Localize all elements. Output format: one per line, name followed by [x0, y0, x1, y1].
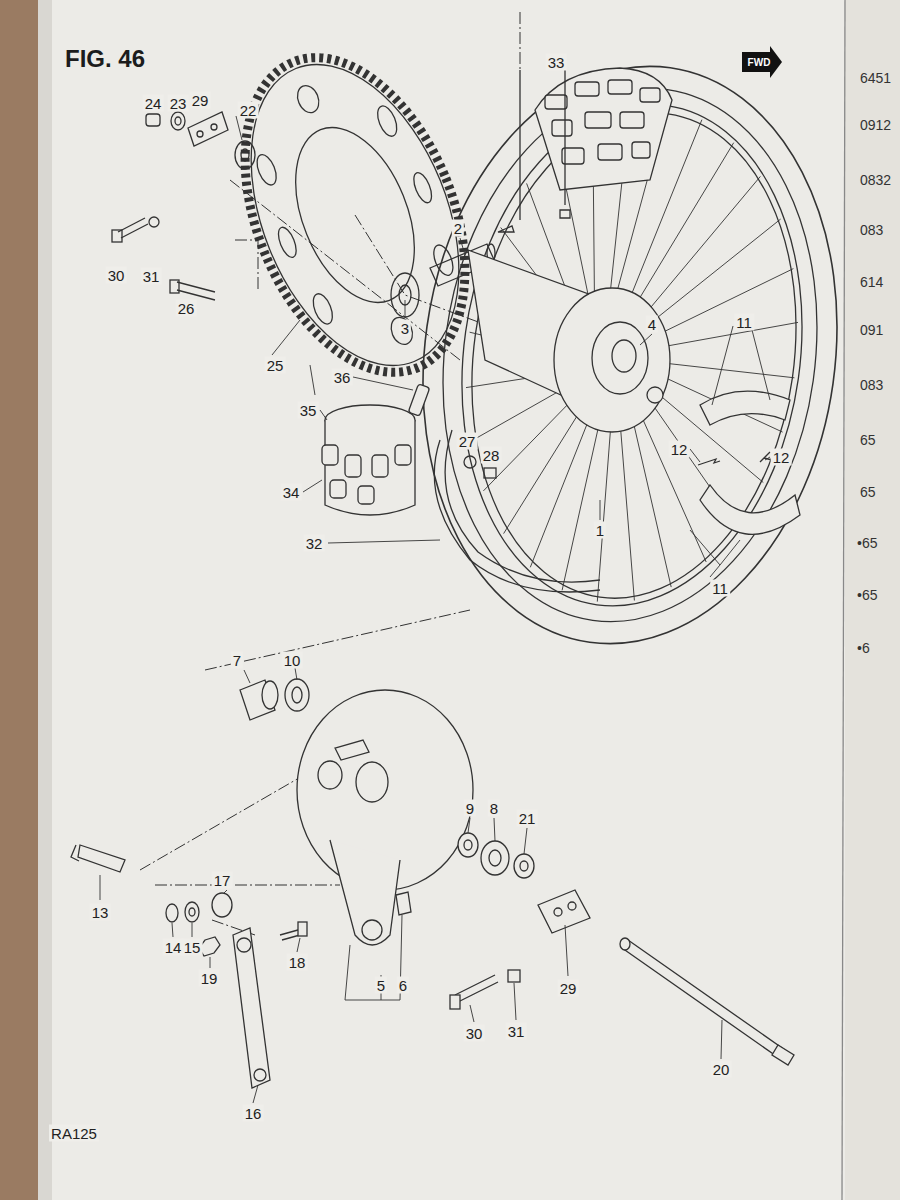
- page-fragment: 614: [858, 274, 885, 291]
- spoke: [530, 405, 594, 567]
- valve-parts: [498, 210, 570, 232]
- leader-lines: [100, 116, 770, 1103]
- callout-number: 30: [106, 267, 127, 284]
- callout-number: 18: [287, 954, 308, 971]
- callout-number: 31: [506, 1023, 527, 1040]
- callout-number: 25: [265, 357, 286, 374]
- rim-band: [322, 384, 430, 515]
- callout-number: 12: [669, 441, 690, 458]
- figure-title: FIG. 46: [65, 45, 145, 73]
- page-fragment: 0912: [858, 117, 893, 134]
- callout-number: 33: [546, 54, 567, 71]
- page-fragment: 091: [858, 322, 885, 339]
- page-fragment: 083: [858, 222, 885, 239]
- callout-number: 24: [143, 95, 164, 112]
- spoke: [643, 219, 780, 329]
- hub: [468, 250, 670, 432]
- callout-number: 22: [238, 102, 259, 119]
- page-fragment: 0832: [858, 172, 893, 189]
- callout-number: 16: [243, 1105, 264, 1122]
- fwd-arrow: [742, 46, 782, 78]
- callout-number: 3: [399, 320, 411, 337]
- model-code: RA125: [49, 1125, 99, 1142]
- small-parts: [112, 112, 495, 317]
- page-edge: [38, 0, 52, 1200]
- callout-number: 19: [199, 970, 220, 987]
- callout-number: 7: [231, 652, 243, 669]
- callout-number: 5: [375, 977, 387, 994]
- leader-33: [520, 70, 565, 220]
- inner-tube: [434, 430, 600, 592]
- page-fragment: 65: [858, 432, 878, 449]
- callout-number: 1: [594, 522, 606, 539]
- nut-28: [484, 468, 496, 478]
- tire-tread: [535, 68, 672, 190]
- callout-number: 29: [190, 92, 211, 109]
- brake-panel: [297, 690, 473, 945]
- table-surface: [0, 0, 38, 1200]
- page-fold: [842, 0, 845, 1200]
- callout-number: 36: [332, 369, 353, 386]
- callout-number: 34: [281, 484, 302, 501]
- callout-number: 12: [771, 449, 792, 466]
- callout-number: 11: [710, 580, 730, 597]
- callout-number: 21: [517, 810, 538, 827]
- page-fragment: •6: [855, 640, 872, 657]
- callout-number: 29: [558, 980, 579, 997]
- callout-number: 8: [488, 800, 500, 817]
- direction-mark: FWD: [746, 54, 773, 71]
- next-page: [845, 0, 900, 1200]
- page-fragment: •65: [855, 535, 879, 552]
- page-fragment: 6451: [858, 70, 893, 87]
- callout-number: 6: [397, 977, 409, 994]
- callout-number: 2: [452, 220, 464, 237]
- callout-number: 31: [141, 268, 162, 285]
- brake-shoes: [698, 391, 800, 534]
- page-fragment: 083: [858, 377, 885, 394]
- callout-number: 35: [298, 402, 319, 419]
- callout-number: 23: [168, 95, 189, 112]
- callout-number: 15: [182, 939, 203, 956]
- callout-number: 11: [734, 314, 754, 331]
- spoke: [629, 405, 671, 587]
- spoke: [651, 322, 798, 349]
- callout-number: 30: [464, 1025, 485, 1042]
- spoke: [635, 374, 764, 483]
- callout-number: 10: [282, 652, 303, 669]
- callout-number: 20: [711, 1061, 732, 1078]
- wheel: [387, 39, 874, 670]
- callout-number: 27: [457, 433, 478, 450]
- callout-number: 28: [481, 447, 502, 464]
- page-fragment: •65: [855, 587, 879, 604]
- sprocket: [202, 25, 507, 404]
- lower-small-parts: [71, 679, 794, 1088]
- page-fragment: 65: [858, 484, 878, 501]
- callout-number: 13: [90, 904, 111, 921]
- callout-number: 17: [212, 872, 233, 889]
- callout-number: 26: [176, 300, 197, 317]
- center-lines: [140, 12, 520, 935]
- callout-number: 4: [646, 316, 658, 333]
- callout-number: 14: [163, 939, 184, 956]
- washer-27: [464, 456, 476, 468]
- callout-number: 32: [304, 535, 325, 552]
- callout-number: 9: [464, 800, 476, 817]
- spoke: [597, 410, 612, 602]
